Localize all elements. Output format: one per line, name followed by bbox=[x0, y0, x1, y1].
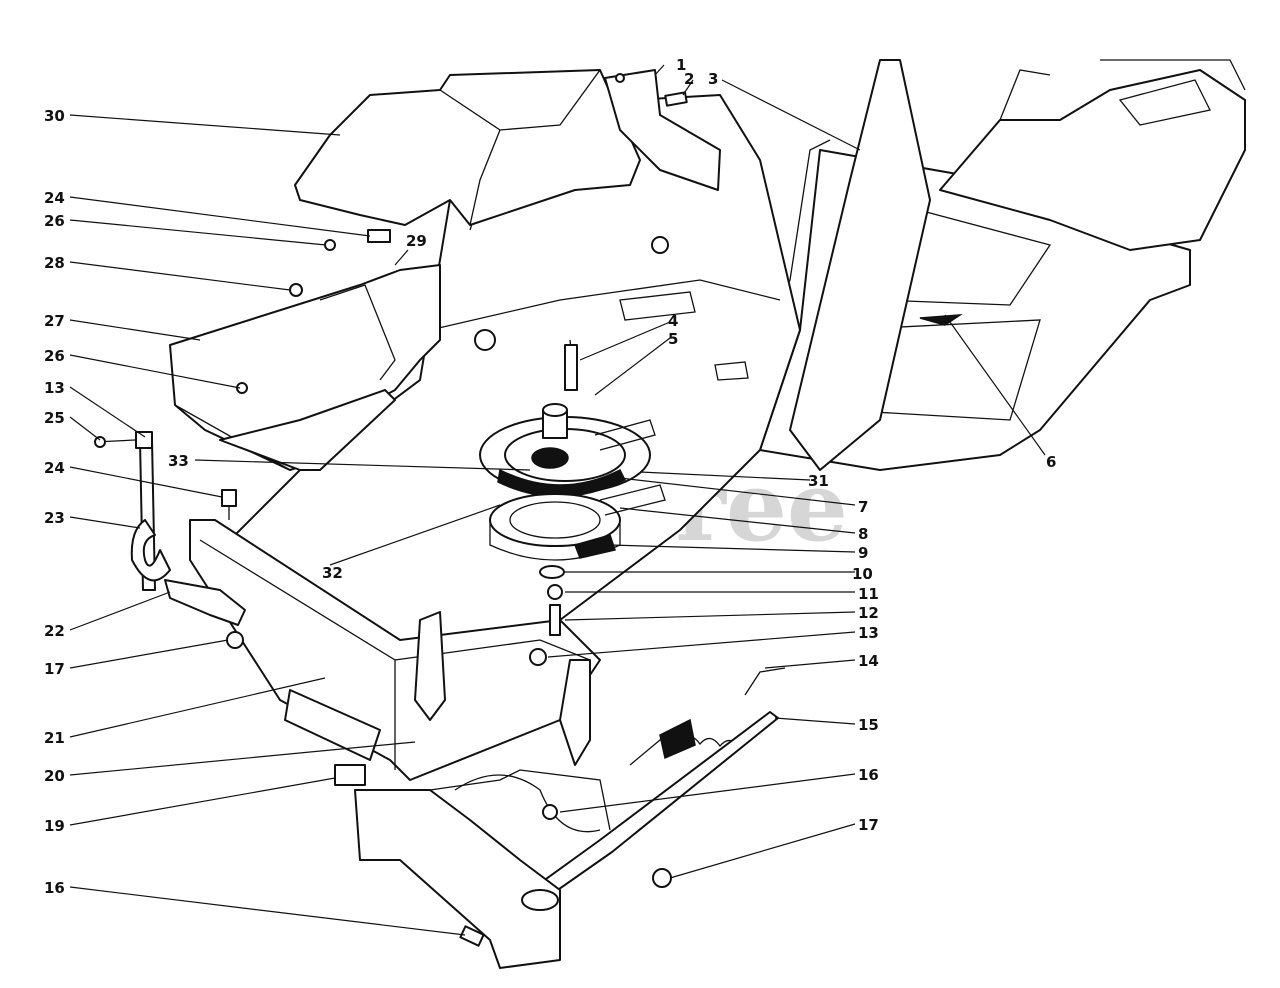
pulley-assembly bbox=[479, 403, 666, 561]
callout-2: 2 bbox=[684, 70, 694, 88]
callout-9: 9 bbox=[858, 544, 868, 562]
callout-24-bottom: 24 bbox=[44, 459, 65, 477]
callout-13-left: 13 bbox=[44, 379, 65, 397]
callout-17-right: 17 bbox=[858, 816, 879, 834]
callout-3: 3 bbox=[708, 70, 718, 88]
callout-24-top: 24 bbox=[44, 189, 65, 207]
callout-29: 29 bbox=[406, 232, 427, 250]
washer-10 bbox=[539, 565, 565, 579]
nut-13 bbox=[529, 648, 547, 666]
callout-10: 10 bbox=[852, 565, 873, 583]
callout-13-right: 13 bbox=[858, 624, 879, 642]
callout-21: 21 bbox=[44, 729, 65, 747]
bracket-19 bbox=[334, 764, 366, 786]
callout-28: 28 bbox=[44, 254, 65, 272]
pedal-plate bbox=[334, 764, 672, 969]
callout-23: 23 bbox=[44, 509, 65, 527]
callout-7: 7 bbox=[858, 498, 868, 516]
nut-11 bbox=[547, 584, 563, 600]
callout-30: 30 bbox=[44, 107, 65, 125]
bolt-18 bbox=[459, 925, 485, 947]
belt-guard bbox=[294, 69, 641, 226]
lower-belt-guard bbox=[169, 264, 441, 471]
callout-31: 31 bbox=[808, 472, 829, 490]
callout-26-top: 26 bbox=[44, 212, 65, 230]
callout-26-bottom: 26 bbox=[44, 347, 65, 365]
spring-14 bbox=[629, 667, 786, 766]
callout-16-left: 16 bbox=[44, 879, 65, 897]
callout-1: 1 bbox=[676, 56, 686, 74]
callout-14: 14 bbox=[858, 652, 879, 670]
hook-23 bbox=[130, 519, 171, 582]
callout-20: 20 bbox=[44, 767, 65, 785]
callout-32: 32 bbox=[322, 564, 343, 582]
callout-6: 6 bbox=[1046, 453, 1056, 471]
callout-15: 15 bbox=[858, 716, 879, 734]
callout-16-right: 16 bbox=[858, 766, 879, 784]
bolt-24a bbox=[367, 229, 391, 243]
screw-26a bbox=[324, 239, 336, 251]
callout-19: 19 bbox=[44, 817, 65, 835]
frame-dark-mark bbox=[919, 314, 963, 326]
idler-arm-bracket bbox=[414, 611, 591, 766]
callout-27: 27 bbox=[44, 312, 65, 330]
bolt-12 bbox=[549, 604, 561, 636]
bolt-16b bbox=[542, 804, 558, 820]
pedal-pivot bbox=[521, 889, 559, 911]
leader-lines bbox=[69, 64, 1046, 936]
callout-11: 11 bbox=[858, 585, 879, 603]
bolt-2 bbox=[664, 91, 688, 107]
callout-8: 8 bbox=[858, 525, 868, 543]
bolt-24b bbox=[221, 489, 237, 507]
callout-5: 5 bbox=[668, 330, 678, 348]
callout-25: 25 bbox=[44, 409, 65, 427]
idler-bracket-9 bbox=[574, 534, 616, 559]
callout-17-left: 17 bbox=[44, 660, 65, 678]
callout-22: 22 bbox=[44, 622, 65, 640]
callout-12: 12 bbox=[858, 604, 879, 622]
nut-17b bbox=[652, 868, 672, 888]
link-22 bbox=[164, 579, 246, 626]
callout-4: 4 bbox=[668, 312, 678, 330]
bracket-1 bbox=[604, 69, 721, 191]
callout-labels: 1 2 3 4 5 6 7 8 9 10 11 12 13 13 14 15 1… bbox=[44, 56, 1056, 897]
nut-17a bbox=[226, 631, 244, 649]
spacer-stack bbox=[529, 565, 565, 666]
pulley-hub bbox=[531, 447, 569, 469]
left-hardware bbox=[94, 229, 391, 649]
callout-33: 33 bbox=[168, 452, 189, 470]
belt-31 bbox=[497, 468, 627, 498]
tractor-frame bbox=[759, 59, 1246, 471]
nut-28 bbox=[289, 283, 303, 297]
chassis-pin bbox=[564, 344, 578, 391]
